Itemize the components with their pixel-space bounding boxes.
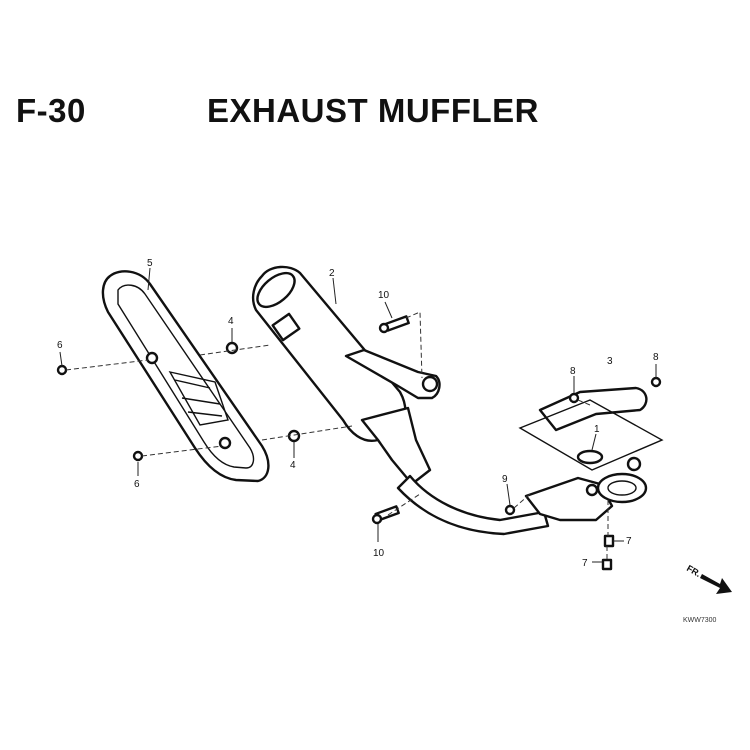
muffler-assembly	[251, 265, 648, 536]
leader-lines	[59, 267, 657, 563]
flange-bolt	[378, 315, 410, 334]
front-direction-arrow: FR.	[685, 563, 732, 594]
callout-2: 2	[329, 268, 335, 279]
callout-1: 1	[594, 424, 600, 435]
bolt	[650, 376, 662, 388]
callout-10: 10	[378, 290, 390, 301]
callout-8: 8	[570, 366, 576, 377]
callout-6: 6	[134, 479, 140, 490]
assembly-lines	[65, 311, 609, 560]
muffler-stay	[518, 386, 664, 471]
callout-7: 7	[582, 558, 588, 569]
callout-8: 8	[653, 352, 659, 363]
diagram-reference-code: KWW7300	[683, 617, 717, 624]
bolt	[568, 392, 580, 404]
muffler-protector	[101, 270, 270, 483]
callout-7: 7	[626, 536, 632, 547]
callout-9: 9	[502, 474, 508, 485]
bolt	[504, 504, 516, 516]
section-code: F-30	[16, 92, 86, 129]
gasket	[576, 449, 604, 465]
nut	[603, 534, 615, 548]
callout-3: 3	[607, 356, 613, 367]
callout-4: 4	[290, 460, 296, 471]
callout-5: 5	[147, 258, 153, 269]
bolt	[132, 450, 144, 462]
section-title: EXHAUST MUFFLER	[207, 92, 539, 129]
flange-bolt	[371, 505, 400, 525]
collar	[225, 341, 239, 355]
callout-6: 6	[57, 340, 63, 351]
callout-10: 10	[373, 548, 385, 559]
front-label: FR.	[685, 563, 703, 579]
bolt	[56, 364, 68, 376]
nut	[601, 558, 613, 571]
arrow-icon	[700, 574, 732, 594]
callout-4: 4	[228, 316, 234, 327]
